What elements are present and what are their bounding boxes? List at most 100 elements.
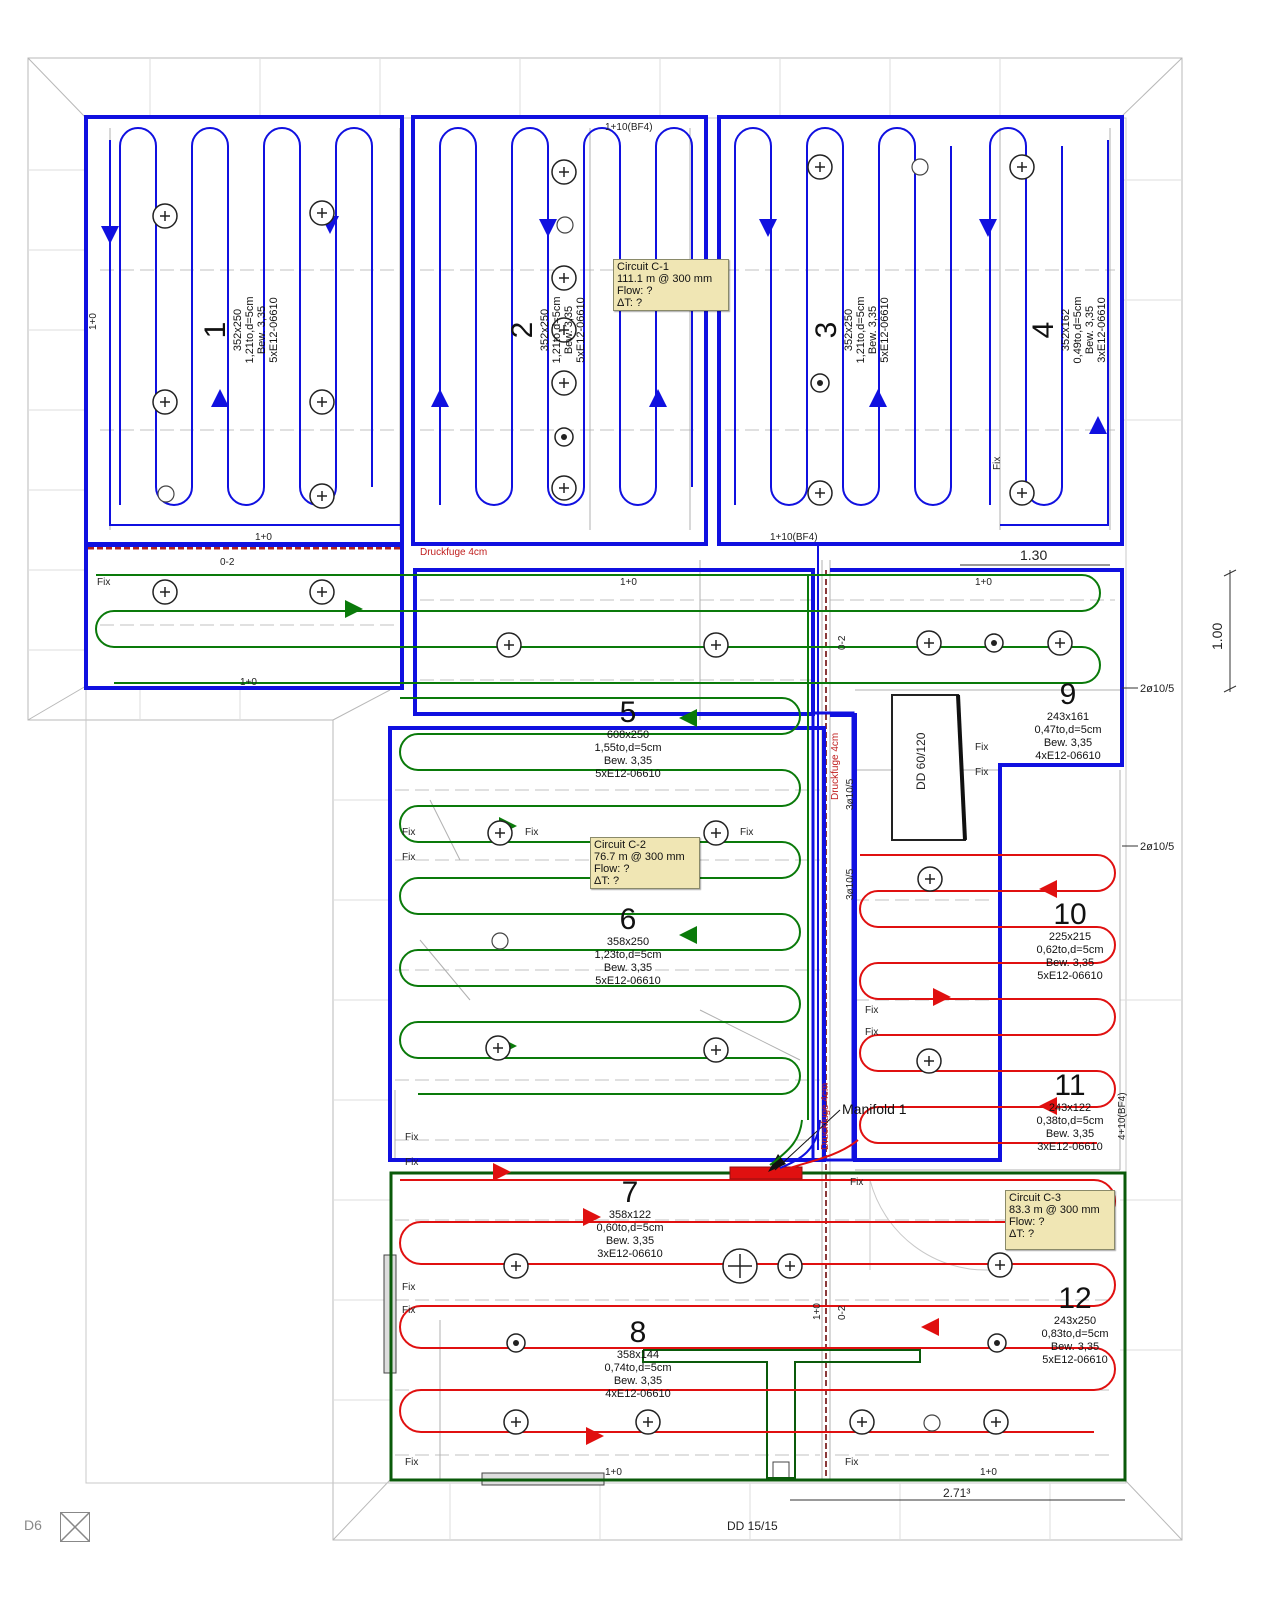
ceiling-light-icon [849,1409,875,1435]
room-number: 12 [1058,1282,1091,1315]
ceiling-light-icon [983,1409,1009,1435]
room-spec: 352x250 [232,309,244,351]
arrow-right [345,600,363,618]
zone-2-outline [411,115,708,546]
svg-text:Fix: Fix [402,852,415,863]
ceiling-light-icon [487,820,513,846]
stair-opening [891,694,967,841]
svg-text:1+0: 1+0 [240,677,257,688]
svg-text:1+0: 1+0 [812,1303,823,1320]
room-spec: Bew. 3,35 [1046,1128,1094,1140]
arrow-left [921,1318,939,1336]
ceiling-light-icon [916,1048,942,1074]
room-spec: 608x250 [607,729,649,741]
arrow-right [583,1208,601,1226]
svg-text:4+10(BF4): 4+10(BF4) [1117,1092,1128,1140]
c1-loop-room2 [439,127,693,506]
c1-return-4 [1000,140,1109,526]
room-number: 2 [506,322,539,339]
c1-return-1 [109,140,400,526]
c1-loop-room4 [989,127,1063,506]
arrow-left [679,709,697,727]
building-outline [27,57,1183,1541]
ceiling-light-icon [485,1035,511,1061]
svg-text:3ø10/5: 3ø10/5 [845,868,856,900]
svg-text:1+10(BF4): 1+10(BF4) [770,532,818,543]
ceiling-light-icon [309,200,335,226]
room-spec: 225x215 [1049,931,1091,943]
svg-text:Fix: Fix [402,827,415,838]
room-number: 11 [1054,1069,1085,1102]
ceiling-light-icon [309,389,335,415]
svg-text:Fix: Fix [402,1282,415,1293]
spot-light-icon [554,427,574,447]
arrow-left [1039,880,1057,898]
svg-text:Fix: Fix [740,827,753,838]
room-spec: 5xE12-06610 [575,297,587,362]
c1-loop-room1 [119,127,373,506]
room-number: 9 [1060,678,1077,711]
arrow-down [979,219,997,237]
svg-text:1+0: 1+0 [975,577,992,588]
circuit-c3-tooltip[interactable]: Circuit C-3 83.3 m @ 300 mm Flow: ? ΔT: … [1005,1190,1115,1250]
svg-text:1+0: 1+0 [605,1467,622,1478]
arrow-right [493,1163,511,1181]
room-spec: 1,21to,d=5cm [244,297,256,364]
ceiling-light-icon [917,866,943,892]
ceiling-fixtures [152,154,1073,1435]
circuit-c2-tooltip[interactable]: Circuit C-2 76.7 m @ 300 mm Flow: ? ΔT: … [590,837,700,889]
outlet-icon [157,485,175,503]
circuit-c1-tooltip[interactable]: Circuit C-1 111.1 m @ 300 mm Flow: ? ΔT:… [613,259,729,311]
arrow-up [211,389,229,407]
ceiling-light-icon [1047,630,1073,656]
svg-text:Fix: Fix [850,1177,863,1188]
ceiling-light-icon [551,159,577,185]
ceiling-light-icon [1009,480,1035,506]
svg-text:3ø10/5: 3ø10/5 [845,778,856,810]
svg-text:Fix: Fix [525,827,538,838]
room-spec: 0,60to,d=5cm [597,1222,664,1234]
c2-loop-room5-6 [399,697,801,1095]
spot-light-icon [506,1333,526,1353]
d6-box-icon [60,1512,90,1542]
svg-text:Fix: Fix [975,742,988,753]
svg-text:1+0: 1+0 [620,577,637,588]
room-spec: 5xE12-06610 [879,297,891,362]
room-spec: 352x250 [843,309,855,351]
ceiling-light-icon [987,1252,1013,1278]
svg-text:1+10(BF4): 1+10(BF4) [605,122,653,133]
room-spec: 0,83to,d=5cm [1042,1328,1109,1340]
circuit-c1-pipes [109,127,1109,1150]
room-spec: Bew. 3,35 [867,306,879,354]
ceiling-light-icon [551,475,577,501]
room-spec: 5xE12-06610 [1037,970,1102,982]
room-spec: 4xE12-06610 [605,1388,670,1400]
room-spec: 0,74to,d=5cm [605,1362,672,1374]
svg-text:1+0: 1+0 [255,532,272,543]
arrow-down [759,219,777,237]
dim-130: 1.30 [1020,547,1047,563]
zone-6-outline [388,726,826,1162]
outlet-icon [911,158,929,176]
circuit-c3-pipes [399,854,1116,1433]
manifold-bar[interactable] [729,1166,803,1180]
room-number: 6 [620,903,637,936]
room-spec: 5xE12-06610 [595,975,660,987]
druckfuge-note: Druckfuge 4cm [420,547,487,558]
ceiling-light-icon [551,317,577,343]
room-spec: 243x250 [1054,1315,1096,1327]
ceiling-light-icon [551,265,577,291]
manifold-label[interactable]: Manifold 1 [842,1101,907,1117]
room-number: 10 [1053,898,1086,931]
zone-3-outline [717,115,1124,546]
ceiling-light-icon [777,1253,803,1279]
